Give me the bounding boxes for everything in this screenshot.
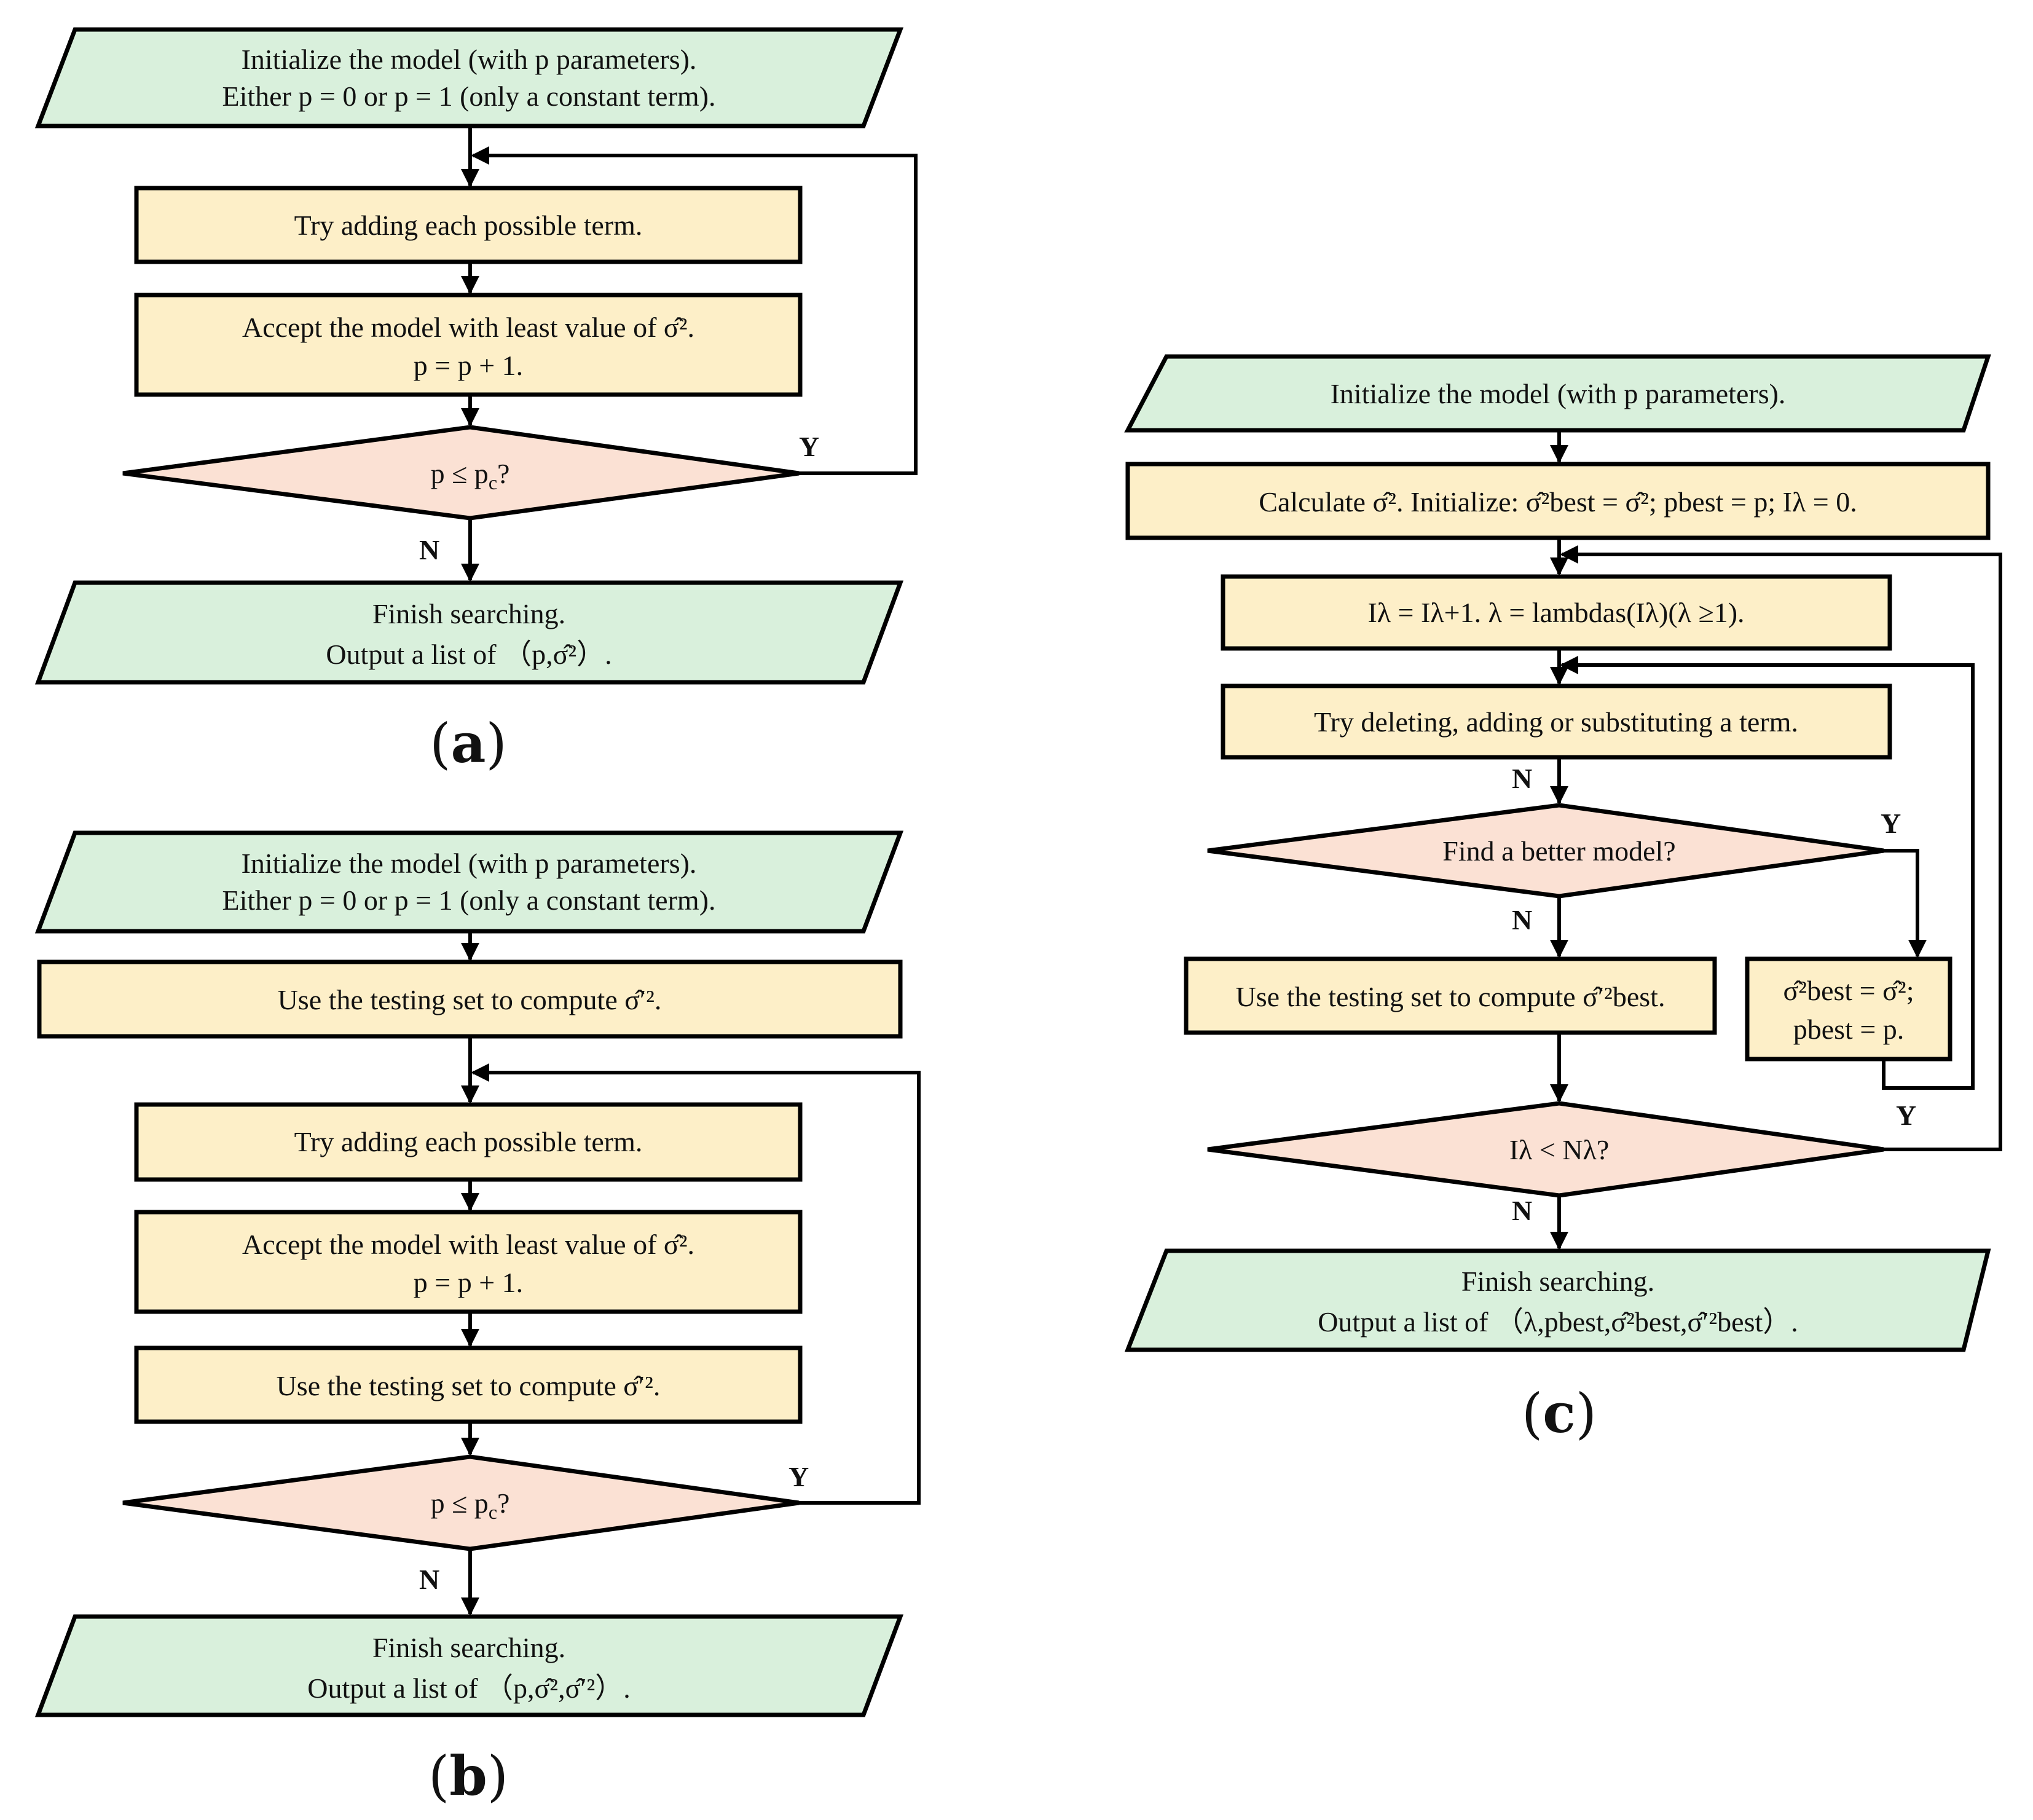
c-iter-node <box>1221 574 1892 651</box>
b-try-add-label: Try adding each possible term. <box>294 1126 643 1157</box>
a-init-line1: Initialize the model (with p parameters)… <box>242 44 697 75</box>
c-edge-find-yes-update <box>1884 849 1927 958</box>
a-try-add-node <box>134 186 803 264</box>
b-try-add-node <box>134 1102 803 1182</box>
b-accept-line2: p = p + 1. <box>414 1267 523 1298</box>
b-accept-line1: Accept the model with least value of σ̂²… <box>242 1229 694 1260</box>
c-caption-letter: c <box>1543 1381 1576 1445</box>
c-edge-decision2-loop <box>1560 545 2002 1151</box>
panel-b: Initialize the model (with p parameters)… <box>34 830 921 1808</box>
c-update-line1: σ̂²best = σ̂²; <box>1783 975 1914 1006</box>
b-decision-sub: c <box>489 1501 497 1523</box>
a-yes-label: Y <box>799 431 819 462</box>
b-caption-letter: b <box>449 1744 487 1808</box>
c-finish-line1: Finish searching. <box>1461 1266 1654 1297</box>
b-test2-label: Use the testing set to compute σ̂′². <box>277 1370 661 1401</box>
a-init-line2: Either p = 0 or p = 1 (only a constant t… <box>222 81 715 112</box>
c-init-node <box>1124 354 1991 433</box>
a-decision-sub: c <box>489 471 497 494</box>
b-decision-q: ? <box>497 1487 509 1519</box>
c-edge-update-loop <box>1560 656 1975 1090</box>
b-finish-line2: Output a list of （p,σ̂²,σ̂′²）. <box>307 1672 631 1704</box>
c-yes-label-2: Y <box>1896 1100 1916 1131</box>
b-init-line1: Initialize the model (with p parameters)… <box>242 848 697 879</box>
a-try-add-label: Try adding each possible term. <box>294 210 643 241</box>
b-finish-node <box>34 1614 904 1717</box>
c-finish-node <box>1124 1248 1991 1352</box>
b-init-node <box>34 830 904 934</box>
c-iter-label: Iλ = Iλ+1. λ = lambdas(Iλ)(λ ≥1). <box>1367 597 1744 628</box>
c-finish-line2: Output a list of （λ,pbest,σ̂²best,σ̂′²be… <box>1318 1306 1798 1337</box>
a-edge-loop-yes <box>471 146 918 475</box>
b-yes-label: Y <box>788 1461 809 1492</box>
b-finish-line1: Finish searching. <box>372 1632 565 1663</box>
b-test1-node <box>37 959 903 1039</box>
a-init-node <box>34 27 904 128</box>
a-accept-line2: p = p + 1. <box>414 350 523 381</box>
c-no-label-1: N <box>1512 763 1532 794</box>
a-decision-q: ? <box>497 458 509 489</box>
c-try-label: Try deleting, adding or substituting a t… <box>1314 706 1798 738</box>
c-try-node <box>1221 683 1892 760</box>
c-test-node <box>1184 956 1717 1035</box>
b-edge-loop-yes <box>471 1063 921 1505</box>
c-no-label-2: N <box>1512 904 1532 936</box>
c-caption: (c) <box>1522 1381 1597 1445</box>
c-init-label: Initialize the model (with p parameters)… <box>1331 378 1786 409</box>
b-init-line2: Either p = 0 or p = 1 (only a constant t… <box>222 884 715 916</box>
b-no-label: N <box>419 1564 439 1595</box>
c-test-label: Use the testing set to compute σ̂′²best. <box>1236 981 1665 1012</box>
a-finish-line2: Output a list of （p,σ̂²）. <box>326 639 611 670</box>
a-caption-letter: a <box>450 711 486 775</box>
b-test1-label: Use the testing set to compute σ̂′². <box>278 984 662 1015</box>
b-decision-label: p ≤ pc? <box>431 1487 510 1523</box>
c-no-label-3: N <box>1512 1195 1532 1226</box>
a-accept-line1: Accept the model with least value of σ̂²… <box>242 312 694 343</box>
panel-a: Initialize the model (with p parameters)… <box>34 27 918 775</box>
a-finish-node <box>34 580 904 685</box>
c-decision2-label: Iλ < Nλ? <box>1509 1134 1610 1165</box>
c-update-node <box>1745 956 1952 1062</box>
c-calc-label: Calculate σ̂². Initialize: σ̂²best = σ̂²… <box>1259 486 1857 518</box>
a-no-label: N <box>419 534 439 565</box>
c-yes-label-1: Y <box>1881 808 1901 839</box>
a-finish-line1: Finish searching. <box>372 598 565 629</box>
b-caption: (b) <box>428 1744 508 1808</box>
b-decision-main: p ≤ p <box>431 1487 489 1519</box>
c-update-line2: pbest = p. <box>1793 1014 1905 1045</box>
a-decision-label: p ≤ pc? <box>431 458 510 494</box>
panel-c: Initialize the model (with p parameters)… <box>1124 354 2002 1445</box>
a-caption: (a) <box>430 711 507 775</box>
c-find-label: Find a better model? <box>1442 835 1675 867</box>
a-decision-main: p ≤ p <box>431 458 489 489</box>
